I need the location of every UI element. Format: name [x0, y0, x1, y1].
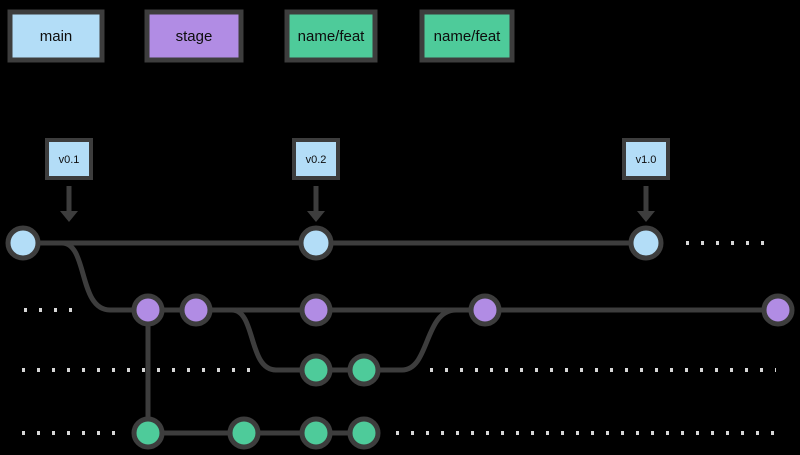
version-tag-box	[45, 138, 93, 180]
commit-node[interactable]	[468, 293, 502, 327]
version-tag-label: v1.0	[636, 154, 657, 166]
legend-item[interactable]: name/feat	[419, 9, 515, 63]
version-tag-box	[622, 138, 670, 180]
commit-edge	[35, 240, 151, 313]
commit-node[interactable]	[299, 293, 333, 327]
version-tag-label: v0.2	[306, 154, 327, 166]
version-tags: v0.1 v0.2 v1.0	[45, 138, 670, 222]
commit-node[interactable]	[179, 293, 213, 327]
version-tag-label: v0.1	[59, 154, 80, 166]
legend-swatch	[7, 9, 105, 63]
commit-node[interactable]	[628, 225, 664, 261]
legend-item[interactable]: name/feat	[284, 9, 378, 63]
down-arrow-head-icon	[307, 211, 325, 222]
commit-node[interactable]	[5, 225, 41, 261]
legend-item[interactable]: main	[7, 9, 105, 63]
dotted-lane-guides	[22, 241, 778, 435]
commit-node[interactable]	[131, 293, 165, 327]
commit-node[interactable]	[347, 416, 381, 450]
legend-label: name/feat	[298, 28, 366, 45]
commit-node[interactable]	[299, 353, 333, 387]
commit-nodes	[5, 225, 795, 450]
down-arrow-head-icon	[637, 211, 655, 222]
legend-swatch	[419, 9, 515, 63]
legend-swatch	[144, 9, 244, 63]
version-tag[interactable]: v1.0	[622, 138, 670, 222]
commit-edges	[35, 240, 781, 436]
legend-label: stage	[176, 28, 213, 45]
version-tag[interactable]: v0.2	[292, 138, 340, 222]
legend-label: main	[40, 28, 73, 45]
legend-swatch	[284, 9, 378, 63]
down-arrow-head-icon	[60, 211, 78, 222]
version-tag-box	[292, 138, 340, 180]
commit-node[interactable]	[347, 353, 381, 387]
commit-node[interactable]	[131, 416, 165, 450]
commit-edge	[375, 307, 488, 373]
commit-node[interactable]	[227, 416, 261, 450]
commit-node[interactable]	[761, 293, 795, 327]
commit-node[interactable]	[298, 225, 334, 261]
commit-edge	[207, 307, 305, 373]
legend-label: name/feat	[434, 28, 502, 45]
commit-node[interactable]	[299, 416, 333, 450]
legend-item[interactable]: stage	[144, 9, 244, 63]
branch-legend: main stage name/feat name/feat	[7, 9, 515, 63]
version-tag[interactable]: v0.1	[45, 138, 93, 222]
